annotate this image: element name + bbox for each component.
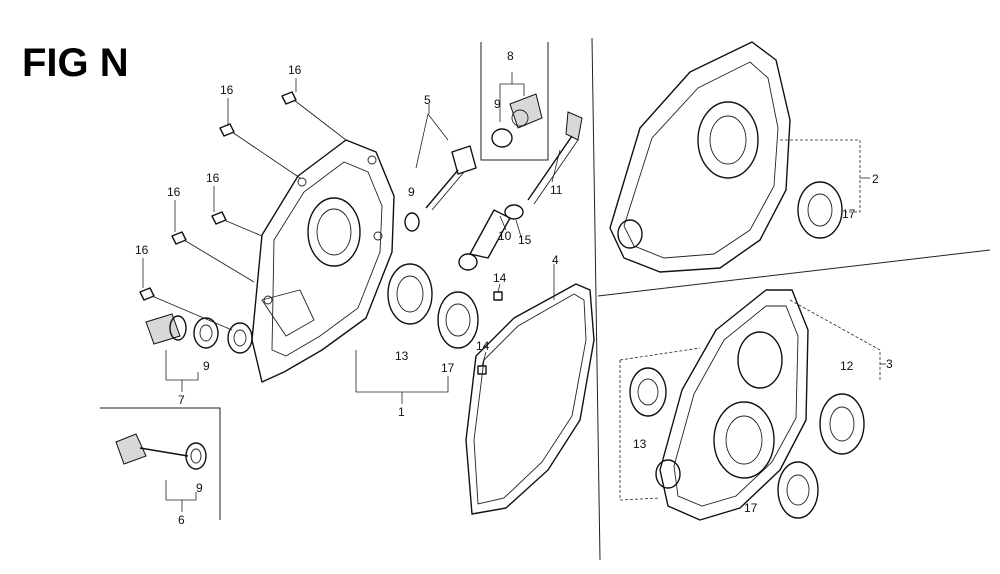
gasket-part: [465, 283, 595, 515]
callout-8: 8: [507, 49, 514, 63]
callout-16-d: 16: [167, 185, 181, 199]
callout-labels: 1 2 3 4 5 6 7 8 9 9 9 9 10 11 12 13 13 1…: [135, 49, 893, 527]
panel-borders: [100, 37, 991, 561]
callout-17-left: 17: [441, 361, 455, 375]
callout-6: 6: [178, 513, 185, 527]
callout-16-e: 16: [135, 243, 149, 257]
leader-lines: [142, 72, 886, 512]
crankcase-bearing-assembly-part: [629, 289, 865, 521]
dipstick-part: [115, 433, 207, 470]
governor-shaft-part: [404, 145, 477, 232]
callout-12: 12: [840, 359, 854, 373]
callout-1: 1: [398, 405, 405, 419]
callout-9-dipstick: 9: [196, 481, 203, 495]
figure-title: FIG N: [22, 41, 129, 85]
bearing-parts: [387, 263, 479, 349]
callout-14-bottom: 14: [476, 339, 490, 353]
callout-16-b: 16: [220, 83, 234, 97]
crankcase-assembly-part: [609, 41, 843, 273]
crankcase-cover-part: [251, 139, 395, 383]
callout-5: 5: [424, 93, 431, 107]
callout-9-top: 9: [494, 97, 501, 111]
callout-14-top: 14: [493, 271, 507, 285]
callout-9-plug: 9: [203, 359, 210, 373]
callout-17-top-right: 17: [842, 207, 856, 221]
callout-15: 15: [518, 233, 532, 247]
callout-4: 4: [552, 253, 559, 267]
callout-2: 2: [872, 172, 879, 186]
callout-9-shaft: 9: [408, 185, 415, 199]
callout-17-bottom-right: 17: [744, 501, 758, 515]
bolt-parts: [139, 91, 347, 331]
callout-13-right: 13: [633, 437, 647, 451]
callout-10: 10: [498, 229, 512, 243]
breather-tube-part: [458, 111, 583, 271]
callout-13-left: 13: [395, 349, 409, 363]
callout-7: 7: [178, 393, 185, 407]
callout-16-c: 16: [206, 171, 220, 185]
oil-filler-part: [491, 93, 543, 148]
callout-11: 11: [550, 183, 563, 197]
callout-16-a: 16: [288, 63, 302, 77]
callout-3: 3: [886, 357, 893, 371]
drain-plug-part: [145, 313, 253, 354]
